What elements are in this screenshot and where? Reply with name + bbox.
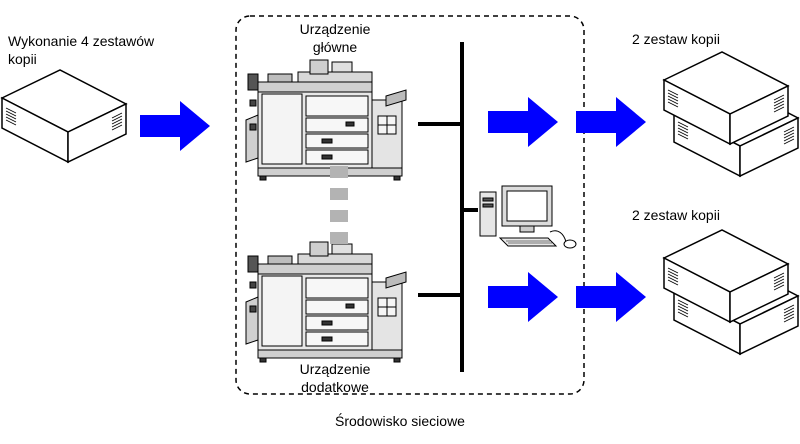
output-bottom-label: 2 zestaw kopii: [632, 207, 720, 223]
sub-device-label-line2: dodatkowe: [301, 379, 369, 395]
main-copier-icon: [245, 59, 407, 181]
output-arrow-bottom-icon: [488, 272, 646, 322]
source-label: Wykonanie 4 zestawów kopii: [8, 32, 154, 68]
copier-link-dashes: [330, 166, 348, 244]
source-label-line2: kopii: [8, 51, 37, 67]
output-top-label: 2 zestaw kopii: [632, 31, 720, 47]
main-device-label-line1: Urządzenie: [299, 21, 371, 37]
sub-copier-icon: [245, 241, 407, 363]
sub-device-label: Urządzenie dodatkowe: [290, 360, 380, 396]
output-top-paper-stack-icon: [663, 51, 799, 177]
sub-device-label-line1: Urządzenie: [299, 361, 371, 377]
network-environment-label: Środowisko sieciowe: [335, 413, 465, 429]
network-environment-box: [235, 15, 585, 395]
main-device-label-line2: główne: [312, 39, 358, 55]
network-line: [418, 42, 478, 372]
output-bottom-paper-stack-icon: [663, 229, 799, 355]
output-arrow-top-icon: [488, 97, 646, 147]
source-paper-stack-icon: [1, 69, 127, 163]
source-label-line1: Wykonanie 4 zestawów: [8, 33, 155, 49]
main-device-label: Urządzenie główne: [290, 20, 380, 56]
input-arrow-icon: [140, 101, 210, 151]
computer-icon: [479, 185, 577, 249]
